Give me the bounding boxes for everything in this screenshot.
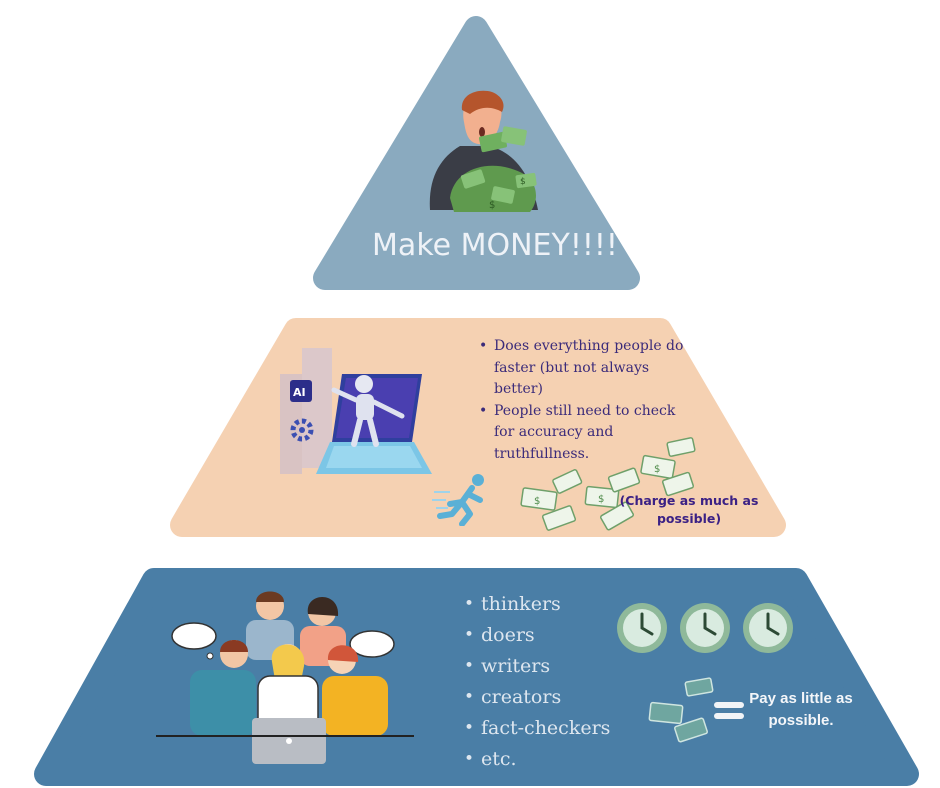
bottom-bullet: etc. <box>464 744 610 775</box>
svg-text:$: $ <box>534 496 540 507</box>
clock-icon <box>743 603 793 653</box>
bottom-bullet: creators <box>464 682 610 713</box>
bottom-tier-bullets: thinkers doers writers creators fact-che… <box>463 589 610 775</box>
bottom-bullet: doers <box>464 620 610 651</box>
running-person-icon <box>432 474 484 526</box>
bottom-bullet: fact-checkers <box>464 713 610 744</box>
clocks-group <box>617 603 793 653</box>
money-bills-icon <box>648 677 714 743</box>
clock-icon <box>680 603 730 653</box>
pay-note: Pay as little as possible. <box>749 690 853 729</box>
bottom-bullet: writers <box>464 651 610 682</box>
money-bills-icon: $ $ $ <box>520 437 696 531</box>
svg-text:AI: AI <box>293 386 306 399</box>
middle-bullet: People still need to check for accuracy … <box>479 401 684 466</box>
equals-icon <box>714 702 744 719</box>
charge-note: (Charge as much as possible) <box>619 493 759 526</box>
svg-text:$: $ <box>654 464 660 475</box>
bottom-bullet: thinkers <box>464 589 610 620</box>
middle-bullet: Does everything people do faster (but no… <box>479 336 684 401</box>
svg-text:$: $ <box>598 494 604 505</box>
man-hugging-cash-icon: $ $ <box>429 90 538 212</box>
svg-text:$: $ <box>489 200 495 211</box>
svg-text:$: $ <box>520 177 526 187</box>
middle-tier-bullets: Does everything people do faster (but no… <box>478 336 684 465</box>
ai-robot-laptop-icon: AI <box>280 348 432 474</box>
clock-icon <box>617 603 667 653</box>
group-of-people-laptop-icon <box>156 591 414 764</box>
top-tier-title: Make MONEY!!!! <box>372 228 618 263</box>
